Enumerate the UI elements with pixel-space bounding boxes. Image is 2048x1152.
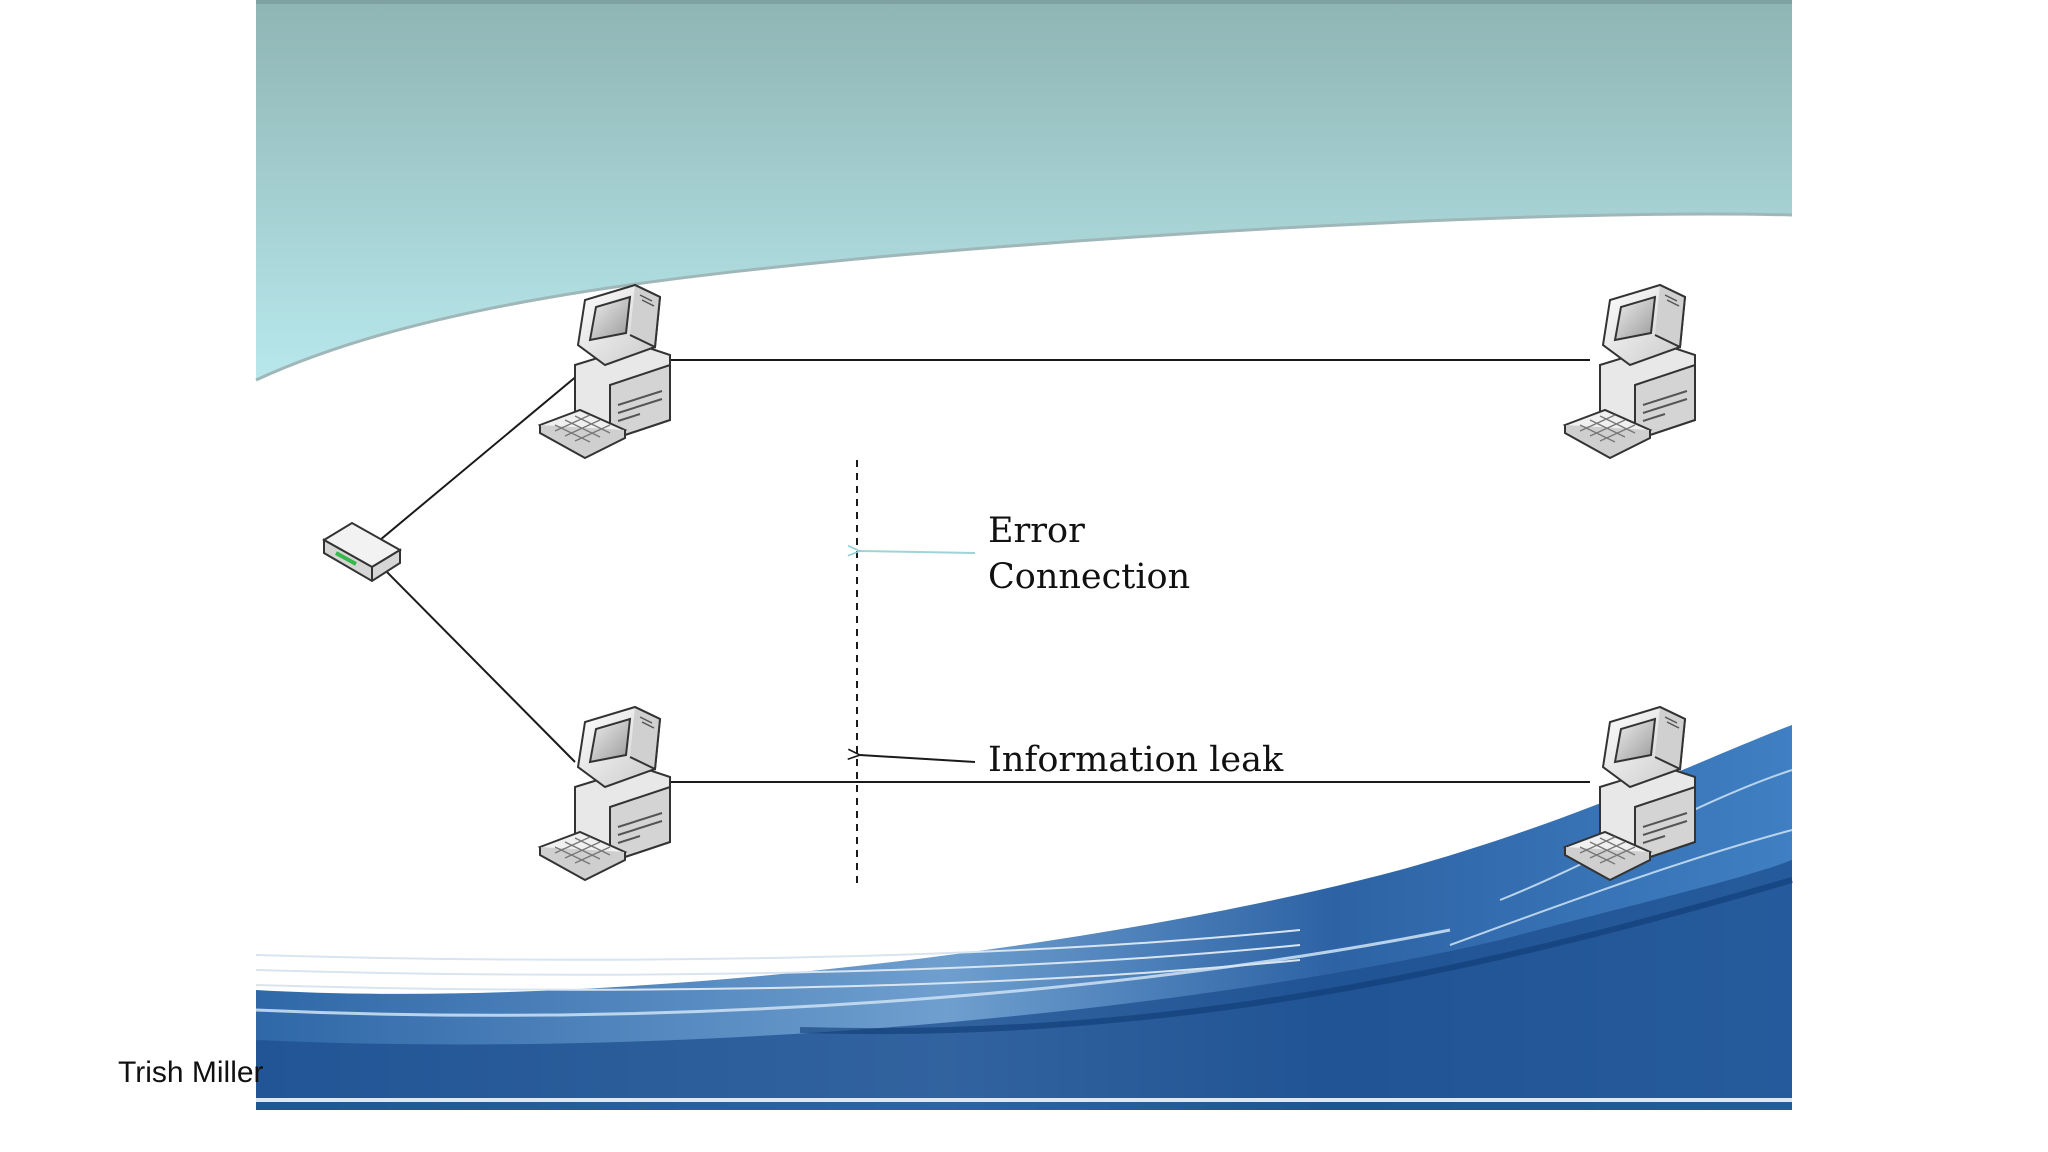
header-band-shadow [256, 0, 1792, 4]
error-connection-label-line1: Error [988, 511, 1085, 551]
link-hub-bottom [379, 564, 576, 763]
header-band-edge [255, 212, 1793, 382]
connection-lines [379, 359, 1590, 885]
header-band [256, 0, 1792, 380]
author-footer: Trish Miller [118, 1056, 264, 1089]
computer-top-right-icon [1564, 284, 1696, 459]
computer-top-left-icon [539, 284, 671, 459]
information-leak-label: Information leak [988, 740, 1284, 780]
error-connection-arrow [860, 551, 976, 553]
bottom-wave [255, 725, 1793, 1110]
link-hub-top [379, 364, 591, 541]
computer-bottom-left-icon [539, 706, 671, 881]
error-connection-label-line2: Connection [988, 557, 1191, 597]
information-leak-arrow [860, 755, 976, 763]
